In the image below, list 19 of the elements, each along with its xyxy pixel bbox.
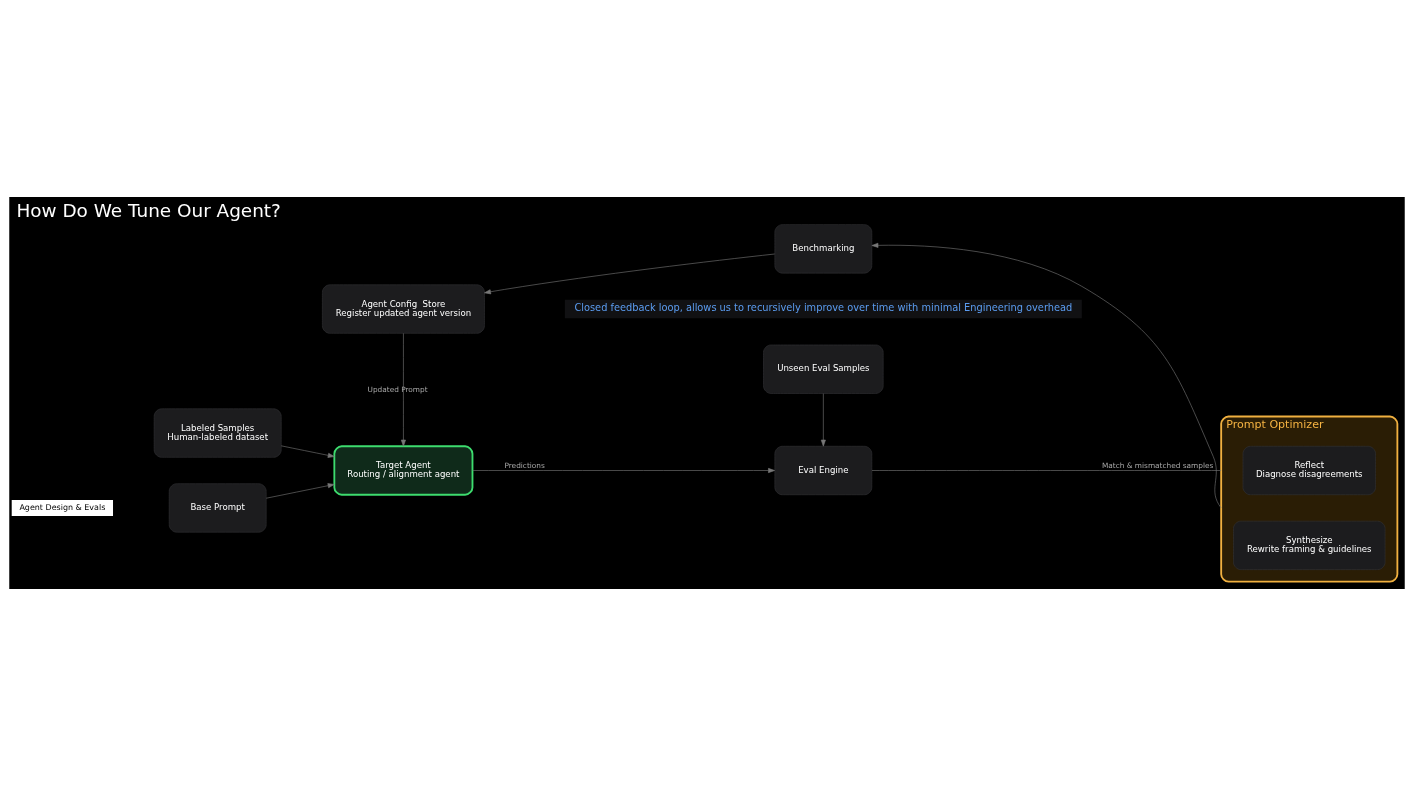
arrow: [266, 483, 335, 499]
node-box: Unseen Eval Samples: [763, 344, 884, 394]
node-box: Target Agent Routing / alignment agent: [333, 445, 474, 496]
diagram-title: How Do We Tune Our Agent?: [16, 199, 281, 221]
label: Closed feedback loop, allows us to recursively improve over time with minimal Engineering overhead: [574, 302, 1073, 314]
arrow: [280, 445, 335, 458]
node-box: Agent Config Store Register updated agent version: [322, 284, 485, 334]
arrow: [820, 393, 826, 447]
node-box: Base Prompt: [168, 483, 267, 533]
node-box: Eval Engine: [774, 445, 873, 496]
node-box: Benchmarking: [774, 224, 873, 274]
arrow: [484, 253, 775, 295]
arrow: [400, 333, 406, 447]
connector: [871, 470, 1222, 471]
arrow: [871, 242, 1222, 509]
arrow: [472, 468, 775, 473]
node-box: Reflect Diagnose disagreements: [1242, 445, 1376, 496]
node-box: Labeled Samples Human-labeled dataset: [153, 408, 282, 458]
node-box: Synthesize Rewrite framing & guidelines: [1233, 520, 1386, 570]
